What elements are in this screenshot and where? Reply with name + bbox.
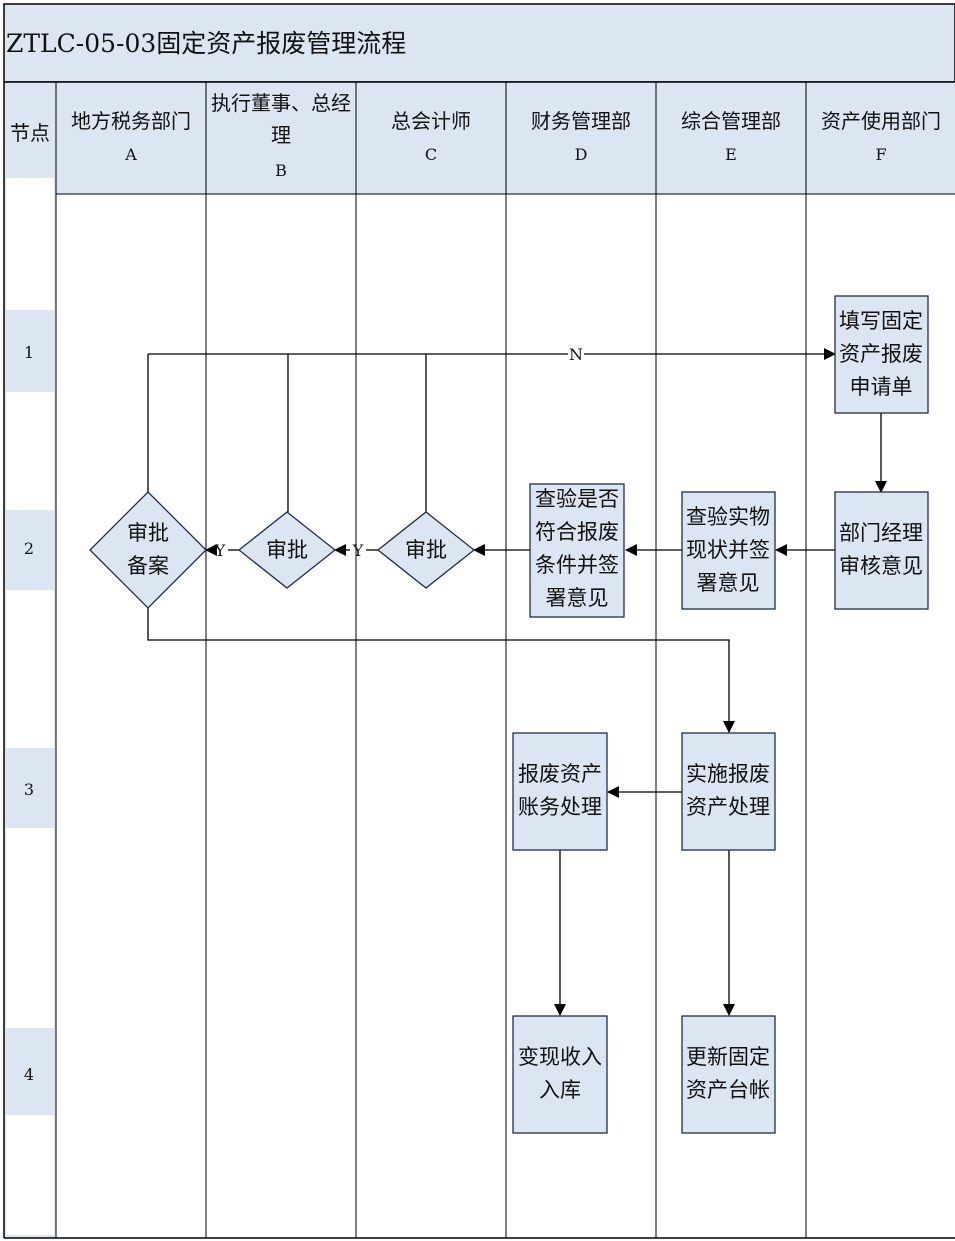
svg-text:审批: 审批	[405, 538, 447, 562]
yes-label: Y	[214, 541, 226, 560]
svg-text:F: F	[875, 145, 886, 164]
node-scrap-accounting[interactable]: 报废资产 账务处理	[512, 732, 608, 851]
lane-header-b: 执行董事、总经 理 B	[211, 91, 351, 180]
no-label: N	[569, 345, 583, 364]
row-label-4: 4	[24, 1065, 34, 1084]
lane-header-d: 财务管理部 D	[531, 109, 631, 164]
svg-text:查验是否: 查验是否	[535, 487, 619, 511]
node-column-gap	[6, 828, 54, 1028]
svg-text:A: A	[124, 145, 137, 164]
row-label-2: 2	[24, 539, 34, 558]
svg-text:总会计师: 总会计师	[391, 109, 471, 133]
decision-approve-file-a[interactable]: 审批 备案	[89, 491, 207, 609]
svg-text:B: B	[275, 161, 287, 180]
svg-text:更新固定: 更新固定	[686, 1045, 770, 1069]
svg-text:报废资产: 报废资产	[518, 762, 602, 786]
svg-text:审批: 审批	[266, 538, 308, 562]
svg-text:资产台帐: 资产台帐	[686, 1078, 770, 1102]
node-apply-form[interactable]: 填写固定 资产报废 申请单	[834, 295, 929, 414]
lane-header-f: 资产使用部门 F	[821, 109, 941, 164]
node-inspect-conditions[interactable]: 查验是否 符合报废 条件并签 署意见	[529, 483, 625, 618]
connector	[147, 608, 735, 733]
svg-text:条件并签: 条件并签	[535, 553, 619, 577]
svg-text:查验实物: 查验实物	[686, 505, 770, 529]
svg-text:署意见: 署意见	[697, 571, 760, 595]
lane-header-e: 综合管理部 E	[681, 109, 781, 164]
svg-text:理: 理	[271, 123, 291, 147]
node-column-gap	[6, 392, 54, 510]
svg-text:入库: 入库	[539, 1078, 581, 1102]
node-column-header: 节点	[10, 121, 50, 145]
svg-text:署意见: 署意见	[546, 586, 609, 610]
svg-text:C: C	[425, 145, 437, 164]
lane-header-c: 总会计师 C	[391, 109, 471, 164]
svg-text:审核意见: 审核意见	[839, 554, 923, 578]
svg-text:地方税务部门: 地方税务部门	[71, 109, 191, 133]
svg-text:变现收入: 变现收入	[518, 1045, 602, 1069]
svg-text:E: E	[725, 145, 737, 164]
row-label-1: 1	[24, 343, 34, 362]
svg-text:备案: 备案	[127, 554, 169, 578]
svg-text:D: D	[575, 145, 588, 164]
svg-text:实施报废: 实施报废	[686, 762, 770, 786]
node-dept-manager-review[interactable]: 部门经理 审核意见	[834, 491, 929, 610]
svg-text:综合管理部: 综合管理部	[681, 109, 781, 133]
node-column-gap	[6, 1115, 54, 1235]
title-band	[3, 3, 955, 83]
lane-header-a: 地方税务部门 A	[71, 109, 191, 164]
svg-text:账务处理: 账务处理	[518, 795, 602, 819]
svg-text:符合报废: 符合报废	[535, 520, 619, 544]
diagram-title: ZTLC-05-03固定资产报废管理流程	[6, 29, 406, 58]
node-implement-scrap[interactable]: 实施报废 资产处理	[681, 732, 776, 851]
node-inspect-physical[interactable]: 查验实物 现状并签 署意见	[681, 491, 776, 610]
decision-approve-c[interactable]: 审批	[376, 511, 476, 589]
svg-text:审批: 审批	[127, 521, 169, 545]
decision-approve-b[interactable]: 审批	[237, 511, 337, 589]
row-label-3: 3	[24, 780, 34, 799]
svg-text:资产使用部门: 资产使用部门	[821, 109, 941, 133]
yes-label: Y	[352, 541, 364, 560]
svg-text:申请单: 申请单	[850, 375, 913, 399]
svg-text:资产处理: 资产处理	[686, 795, 770, 819]
node-update-ledger[interactable]: 更新固定 资产台帐	[681, 1015, 776, 1134]
svg-text:现状并签: 现状并签	[686, 538, 770, 562]
svg-text:填写固定: 填写固定	[839, 309, 923, 333]
node-column-gap	[6, 178, 54, 310]
svg-text:资产报废: 资产报废	[839, 342, 923, 366]
node-income-storage[interactable]: 变现收入 入库	[512, 1015, 608, 1134]
node-column-gap	[6, 590, 54, 748]
svg-text:部门经理: 部门经理	[839, 521, 923, 545]
svg-text:执行董事、总经: 执行董事、总经	[211, 91, 351, 115]
svg-text:财务管理部: 财务管理部	[531, 109, 631, 133]
